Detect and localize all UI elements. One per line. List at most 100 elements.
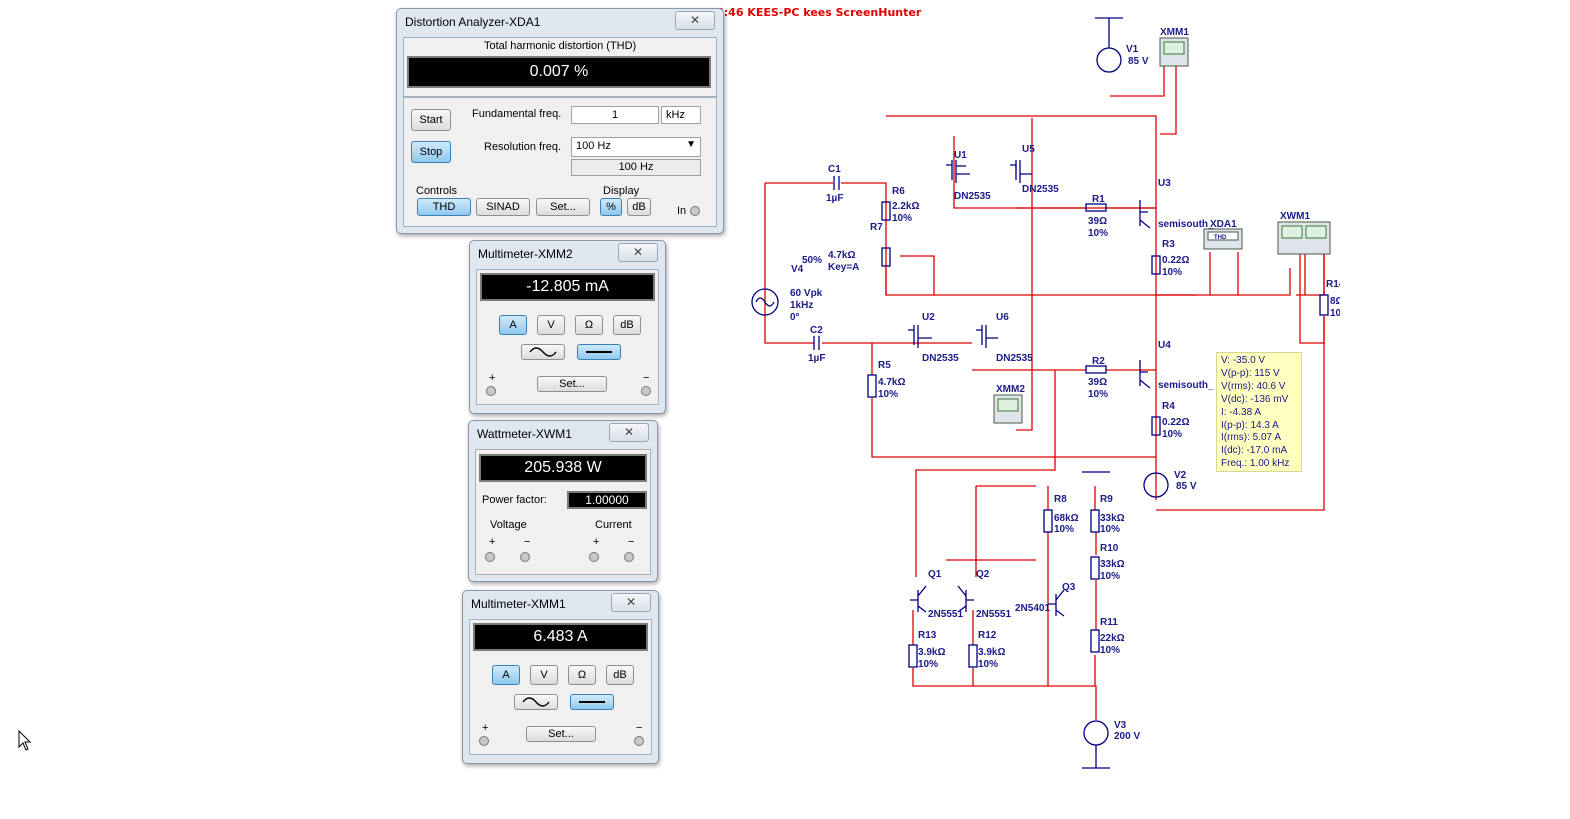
label-v4-frequency: 1kHz xyxy=(790,300,813,311)
ohmmeter-mode-button[interactable]: Ω xyxy=(568,665,596,685)
label-r8-tol: 10% xyxy=(1054,524,1074,535)
fundamental-freq-input[interactable]: 1 xyxy=(571,106,659,124)
probe-voltage-dc: V(dc): -136 mV xyxy=(1221,393,1289,405)
label-c2: C2 xyxy=(810,325,823,336)
label-xwm1: XWM1 xyxy=(1280,211,1310,222)
ohmmeter-mode-button[interactable]: Ω xyxy=(575,315,603,335)
label-r13: R13 xyxy=(918,630,937,641)
label-r2: R2 xyxy=(1092,356,1105,367)
sine-wave-icon xyxy=(529,347,557,357)
percent-button[interactable]: % xyxy=(600,198,622,216)
thd-button[interactable]: THD xyxy=(417,198,471,216)
label-r6-value: 2.2kΩ xyxy=(892,201,919,212)
label-r2-tol: 10% xyxy=(1088,389,1108,400)
close-button[interactable]: ✕ xyxy=(609,423,649,442)
resolution-freq-select[interactable]: 100 Hz ▼ xyxy=(571,137,701,157)
voltage-label: Voltage xyxy=(490,519,527,531)
dc-mode-button[interactable] xyxy=(570,694,614,710)
label-u4-part: semisouth_ xyxy=(1158,380,1214,391)
label-r7-value: 4.7kΩ xyxy=(828,250,855,261)
probe-frequency: Freq.: 1.00 kHz xyxy=(1221,458,1290,470)
voltage-plus-label: + xyxy=(489,536,496,548)
probe-current-dc: I(dc): -17.0 mA xyxy=(1221,445,1288,457)
resolution-freq-readout: 100 Hz xyxy=(571,159,701,176)
label-c1: C1 xyxy=(828,164,841,175)
window-title: Multimeter-XMM2 xyxy=(478,247,573,261)
label-r8-value: 68kΩ xyxy=(1054,513,1079,524)
label-u1: U1 xyxy=(954,150,967,161)
set-button[interactable]: Set... xyxy=(536,198,590,216)
label-u4: U4 xyxy=(1158,340,1171,351)
label-r7-key: Key=A xyxy=(828,262,859,273)
sinad-button[interactable]: SINAD xyxy=(476,198,530,216)
label-u1-part: DN2535 xyxy=(954,191,991,202)
db-mode-button[interactable]: dB xyxy=(606,665,634,685)
stop-button[interactable]: Stop xyxy=(411,141,451,163)
label-r12: R12 xyxy=(978,630,997,641)
fundamental-freq-unit[interactable]: kHz xyxy=(661,106,701,124)
current-label: Current xyxy=(595,519,632,531)
start-button[interactable]: Start xyxy=(411,109,451,131)
distortion-analyzer-window: Distortion Analyzer-XDA1 ✕ Total harmoni… xyxy=(396,8,724,234)
label-v1: V1 xyxy=(1126,44,1139,55)
label-u6: U6 xyxy=(996,312,1009,323)
controls-label: Controls xyxy=(416,185,457,197)
screenhunter-stamp: 02/15 16:46 KEES-PC kees ScreenHunter xyxy=(670,6,922,19)
label-r9-value: 33kΩ xyxy=(1100,513,1125,524)
probe-voltage-pp: V(p-p): 115 V xyxy=(1221,367,1280,379)
current-plus-label: + xyxy=(593,536,600,548)
voltage-plus-terminal[interactable] xyxy=(485,552,495,562)
label-u5: U5 xyxy=(1022,144,1035,155)
label-r12-tol: 10% xyxy=(978,659,998,670)
set-button[interactable]: Set... xyxy=(537,376,607,392)
minus-terminal[interactable] xyxy=(634,736,644,746)
label-r13-tol: 10% xyxy=(918,659,938,670)
plus-label: + xyxy=(482,722,489,734)
label-r5-value: 4.7kΩ xyxy=(878,377,905,388)
db-mode-button[interactable]: dB xyxy=(613,315,641,335)
current-minus-terminal[interactable] xyxy=(624,552,634,562)
voltage-minus-terminal[interactable] xyxy=(520,552,530,562)
window-title: Distortion Analyzer-XDA1 xyxy=(405,15,541,29)
label-r6: R6 xyxy=(892,186,905,197)
label-r11: R11 xyxy=(1100,617,1118,628)
label-r6-tol: 10% xyxy=(892,213,912,224)
db-button[interactable]: dB xyxy=(627,198,651,216)
ammeter-mode-button[interactable]: A xyxy=(492,665,520,685)
voltmeter-mode-button[interactable]: V xyxy=(537,315,565,335)
label-v3-value: 200 V xyxy=(1114,731,1140,742)
label-q1: Q1 xyxy=(928,569,942,580)
current-display: 6.483 A xyxy=(473,623,648,651)
close-button[interactable]: ✕ xyxy=(611,593,651,612)
plus-terminal[interactable] xyxy=(479,736,489,746)
label-r14: R14 xyxy=(1326,279,1340,290)
current-minus-label: − xyxy=(628,536,635,548)
label-xda1-thd: THD xyxy=(1214,235,1227,241)
plus-terminal[interactable] xyxy=(486,386,496,396)
dc-mode-button[interactable] xyxy=(577,344,621,360)
thd-heading: Total harmonic distortion (THD) xyxy=(484,40,637,52)
label-u3: U3 xyxy=(1158,178,1171,189)
ammeter-mode-button[interactable]: A xyxy=(499,315,527,335)
probe-tooltip: V: -35.0 V V(p-p): 115 V V(rms): 40.6 V … xyxy=(1216,352,1302,472)
label-r1-tol: 10% xyxy=(1088,228,1108,239)
current-plus-terminal[interactable] xyxy=(589,552,599,562)
display-label: Display xyxy=(603,185,640,197)
label-u3-part: semisouth_ xyxy=(1158,219,1214,230)
label-r3-tol: 10% xyxy=(1162,267,1182,278)
thd-panel: Total harmonic distortion (THD) 0.007 % xyxy=(403,37,717,97)
ac-mode-button[interactable] xyxy=(521,344,565,360)
label-q2: Q2 xyxy=(976,569,990,580)
current-display: -12.805 mA xyxy=(480,273,655,301)
voltmeter-mode-button[interactable]: V xyxy=(530,665,558,685)
label-r5-tol: 10% xyxy=(878,389,898,400)
label-q1-part: 2N5551 xyxy=(928,609,963,620)
minus-terminal[interactable] xyxy=(641,386,651,396)
input-terminal[interactable] xyxy=(690,206,700,216)
close-button[interactable]: ✕ xyxy=(618,243,658,262)
ac-mode-button[interactable] xyxy=(514,694,558,710)
label-xmm1: XMM1 xyxy=(1160,27,1189,38)
set-button[interactable]: Set... xyxy=(526,726,596,742)
close-button[interactable]: ✕ xyxy=(675,11,715,30)
label-r4: R4 xyxy=(1162,401,1175,412)
